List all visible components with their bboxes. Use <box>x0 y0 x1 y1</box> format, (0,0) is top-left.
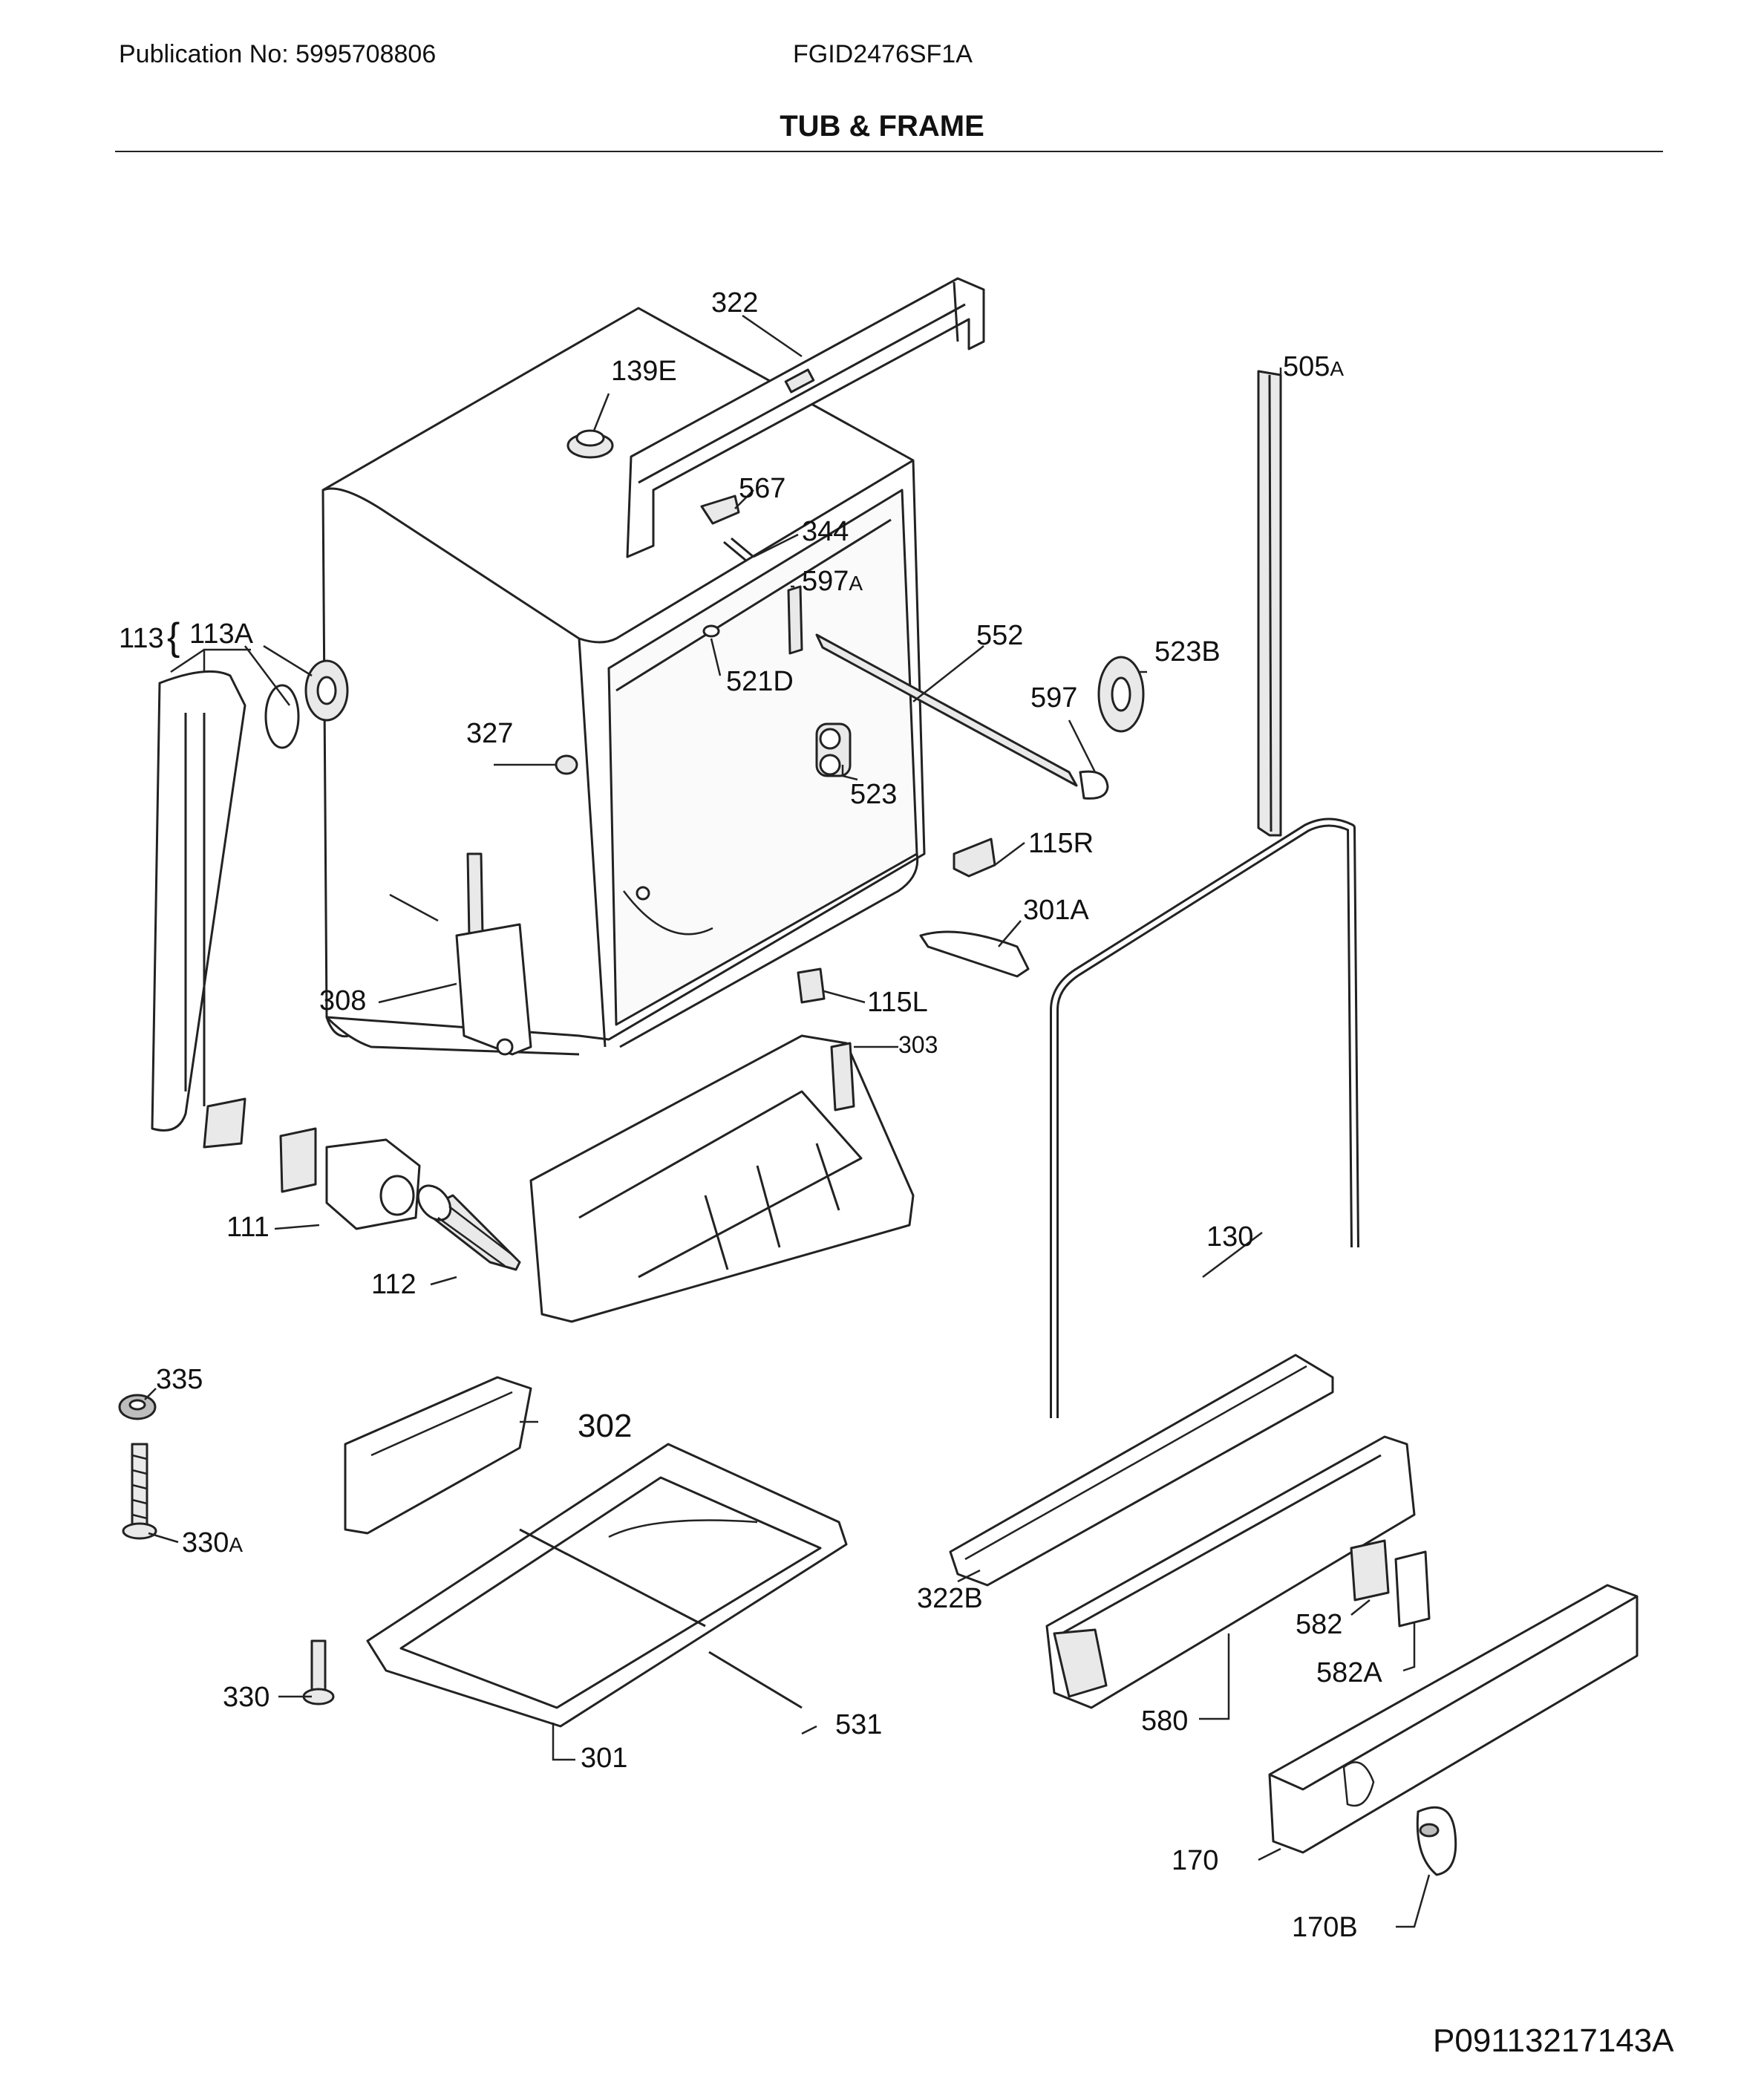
page-title: TUB & FRAME <box>780 110 984 143</box>
callout-301: 301 <box>581 1743 627 1774</box>
part-130-gasket <box>1050 817 1359 1418</box>
part-170-toe-kick <box>1268 1584 1639 1854</box>
part-303-base-frame <box>529 1034 915 1323</box>
callout-322B: 322B <box>917 1583 983 1614</box>
part-322B-rail <box>949 1354 1334 1587</box>
part-170B-knob <box>1416 1806 1457 1876</box>
callout-170: 170 <box>1172 1845 1218 1876</box>
title-divider <box>115 151 1663 152</box>
part-567-clip <box>700 494 740 525</box>
callout-597A: 597A <box>802 566 863 597</box>
part-505A-strip <box>1257 370 1282 837</box>
part-523B-grommet <box>1097 656 1145 733</box>
callout-302: 302 <box>578 1408 632 1444</box>
part-597-clip <box>1079 770 1109 800</box>
callout-582: 582 <box>1296 1609 1342 1640</box>
callout-301A: 301A <box>1023 895 1089 926</box>
part-113-side-panel <box>151 670 246 1149</box>
part-115L-bracket <box>797 967 826 1004</box>
callout-170B: 170B <box>1292 1912 1358 1943</box>
part-139E-cap <box>566 429 614 459</box>
part-302-panel <box>344 1376 532 1535</box>
part-582-box <box>1350 1539 1390 1602</box>
callout-115R: 115R <box>1028 828 1094 859</box>
callout-567: 567 <box>739 473 785 504</box>
part-521D <box>702 624 720 638</box>
part-330-screw <box>302 1639 335 1705</box>
callout-505A: 505A <box>1283 351 1344 382</box>
part-531-rod <box>708 1651 803 1709</box>
part-580-assembly <box>1045 1435 1416 1709</box>
callout-531: 531 <box>835 1709 882 1740</box>
part-301-base-tray <box>366 1443 848 1728</box>
part-115R-bracket <box>953 838 996 878</box>
callout-115L: 115L <box>867 987 928 1018</box>
callout-597: 597 <box>1030 682 1077 714</box>
part-322-top-bracket <box>626 277 985 558</box>
callout-582A: 582A <box>1316 1657 1382 1688</box>
callout-523: 523 <box>850 779 897 810</box>
callout-552: 552 <box>976 620 1023 651</box>
callout-139E: 139E <box>611 356 677 387</box>
callout-113A: 113A <box>189 618 254 650</box>
part-582A-plate <box>1394 1550 1431 1628</box>
callout-580: 580 <box>1141 1705 1188 1737</box>
tub-drawing <box>321 307 926 1056</box>
document-number: P09113217143A <box>1433 2023 1674 2059</box>
callout-327: 327 <box>466 718 513 749</box>
publication-number: Publication No: 5995708806 <box>119 40 437 68</box>
callout-335: 335 <box>156 1364 203 1395</box>
callout-113-brace: { <box>167 616 180 659</box>
part-523-port <box>815 722 852 777</box>
part-335-nut <box>118 1394 157 1420</box>
callout-111: 111 <box>226 1212 270 1243</box>
part-111-pump <box>279 1127 421 1230</box>
part-301A-cover <box>919 930 1030 978</box>
part-113A-ring <box>264 659 349 749</box>
part-330A-screw <box>122 1443 157 1540</box>
part-308-hinge <box>389 852 532 1056</box>
callout-521D: 521D <box>726 666 794 697</box>
callout-labels: 322 139E 505A 567 344 597A 552 523B 113 … <box>119 287 1382 1943</box>
callout-112: 112 <box>371 1269 416 1300</box>
callout-330: 330 <box>223 1682 270 1713</box>
callout-523B: 523B <box>1154 636 1221 667</box>
part-327-knob <box>555 754 578 775</box>
callout-113: 113 <box>119 623 164 654</box>
callout-308: 308 <box>319 985 366 1016</box>
part-344-spring <box>723 537 754 562</box>
model-number: FGID2476SF1A <box>793 40 973 68</box>
callout-322: 322 <box>711 287 758 319</box>
part-597A <box>787 585 803 655</box>
callout-303: 303 <box>898 1031 938 1058</box>
callout-344: 344 <box>802 516 849 547</box>
callout-330A: 330A <box>182 1527 243 1558</box>
callout-130: 130 <box>1206 1221 1253 1253</box>
leader-lines <box>144 314 1431 1928</box>
part-552-rail <box>815 633 1078 787</box>
part-112-hose <box>416 1184 521 1271</box>
